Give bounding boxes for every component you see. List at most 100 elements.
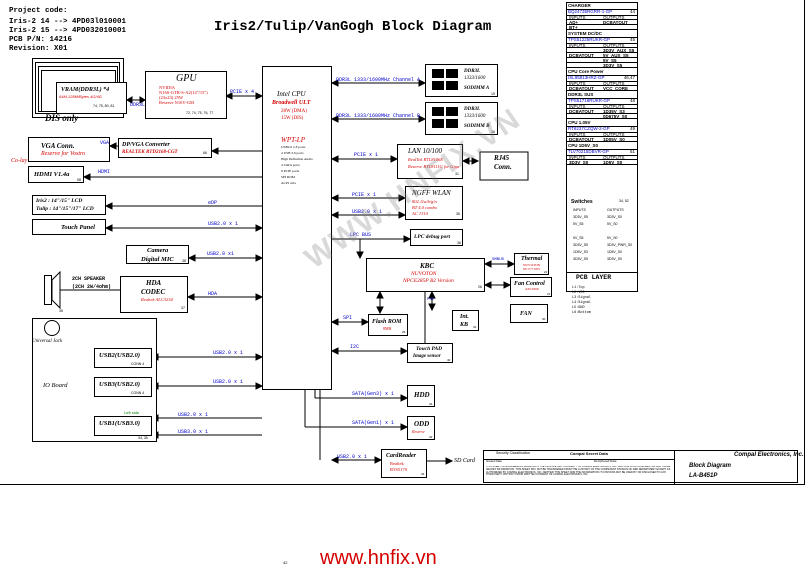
internal-keyboard: Int. KB 32 xyxy=(452,310,479,331)
lan-block: LAN 10/100 RealTek RTL8106E Reserve RTL8… xyxy=(397,144,463,179)
wlan-line-3: AC 1310 xyxy=(412,211,428,216)
audio-jack-icon xyxy=(44,320,60,336)
wlan-pcie-bus: PCIE x 1 xyxy=(352,192,377,198)
cpu-wpt-line-6: SPI ROM xyxy=(281,175,295,179)
switches-cell: 1D5V_S3 xyxy=(573,250,588,254)
lpc-debug-title: LPC debug port xyxy=(414,234,451,240)
gpu-line-4: Reserve N16V-GM xyxy=(159,100,194,105)
doc-number: LA-B451P xyxy=(689,473,718,479)
odd-pin: 32 xyxy=(429,435,433,439)
cpu-sub: Broadwell ULT xyxy=(272,100,311,106)
revision: Revision: X01 xyxy=(9,45,68,53)
switches-cell: 3D3V_S5 xyxy=(573,215,588,219)
camera-bus: USB2.0 x1 xyxy=(207,251,235,257)
power-section-part-number: TPS51716RUKR-GP xyxy=(568,98,611,103)
power-section-row: 3D3V_S5 xyxy=(567,63,637,68)
touchpad-pin: 40 xyxy=(447,358,451,362)
dp-vga-pin: 66 xyxy=(203,151,207,155)
fan-control-sub: APL5606 xyxy=(525,287,539,291)
usb-port-1: USB1(USB3.0) xyxy=(94,416,152,436)
power-section-cell: DCBATOUT xyxy=(569,109,594,114)
wlan-usb-bus: USB2.0 x 1 xyxy=(352,209,383,215)
pcb-layer-item: L5:GND xyxy=(572,306,585,310)
co-lay-note: Co-lay xyxy=(11,158,28,164)
security-label: Security Classification xyxy=(496,451,531,455)
fan-pin: 30 xyxy=(542,317,546,321)
hda-codec: HDA CODEC Realtek ALC3234 37 xyxy=(120,276,188,313)
rj45-title: RJ45 xyxy=(494,154,510,162)
diagram-title: Iris2/Tulip/VanGogh Block Diagram xyxy=(214,19,492,35)
power-section-cell: INPUTS xyxy=(569,155,586,160)
kbc-chip: NUVOTON xyxy=(411,271,437,277)
power-section-pin: 49 xyxy=(629,126,635,131)
power-section-cell: OUTPUTS xyxy=(603,155,625,160)
lpc-debug-pin: 36 xyxy=(457,241,461,245)
secret-label: Compal Secret Data xyxy=(570,451,608,456)
power-section-title: CPU Core Power xyxy=(567,69,637,76)
switches-cell: 3D3V_S5 xyxy=(573,257,588,261)
vga-reserve: Reserve for Vostro xyxy=(41,151,86,157)
kbc-title: KBC xyxy=(420,262,435,270)
lcd-panel: Iris2 : 14"/15" LCD Tulip : 14"/15"/17" … xyxy=(32,195,106,215)
kbc-pin: 26 xyxy=(478,285,482,289)
usb-port-3-bus: USB2.0 x 1 xyxy=(213,379,244,385)
flash-rom-pin: 26 xyxy=(402,330,406,334)
vram-block: VRAM(DDR3L) *4 64M,128M/Bytes 4G/4G 74, … xyxy=(56,82,127,114)
ddr-channel-a-bus: DDR3L 1333/1600MHz Channel A xyxy=(336,77,421,83)
fan-control: Fan Control APL5606 21 xyxy=(510,277,552,297)
wlan-title: NGFF WLAN xyxy=(412,189,451,197)
io-board-label: IO Board xyxy=(43,382,68,389)
doc-title: Block Diagram xyxy=(689,463,732,469)
power-section-title: CPU 1D5V_S0 xyxy=(567,143,637,150)
power-section-cell: INPUTS xyxy=(569,43,586,48)
cardreader-bus: USB2.0 x 1 xyxy=(337,454,368,460)
frame-bottom xyxy=(0,484,805,485)
power-table xyxy=(566,2,638,292)
switches-cell: INPUTS xyxy=(573,208,586,212)
switches-cell: 3D3V_S0 xyxy=(607,257,622,261)
pcb-layer-item: L3:Signal xyxy=(572,296,591,300)
touch-panel: Touch Panel xyxy=(32,219,106,235)
dp-vga-converter: DP/VGA Converter REALTEK RTD2168-CGT 66 xyxy=(118,138,212,158)
power-section-cell: OUTPUTS xyxy=(603,132,625,137)
cpu-wpt-line-2: 4 USB 3.0 ports xyxy=(281,151,304,155)
power-section-pin: 45 xyxy=(629,37,635,42)
speaker-cone-icon xyxy=(51,271,61,309)
switches-cell: OUTPUTS xyxy=(607,208,624,212)
thermal-block: Thermal NUVOTON NCT7718W 21 xyxy=(514,253,549,275)
project-code-label: Project code: xyxy=(9,7,68,15)
power-section-title: CHARGER xyxy=(567,3,637,10)
internal-keyboard-pin: 32 xyxy=(473,325,477,329)
flash-rom-title: Flash ROM xyxy=(372,319,402,325)
ddr-channel-b-bus: DDR3L 1333/1600MHz Channel B xyxy=(336,113,421,119)
cardreader-block: CardReader Realtek RTS5170 34 xyxy=(381,449,427,478)
lan-line-2: Reserve RTL8111G for Giga xyxy=(408,164,460,169)
power-section-cell: OUTPUTS xyxy=(603,104,625,109)
hda-sub: CODEC xyxy=(141,288,166,296)
rj45-sub: Conn. xyxy=(494,163,512,171)
vram-label: VRAM(DDR3L) *4 xyxy=(61,87,110,93)
ps2-bus: PS2 xyxy=(427,298,435,302)
switches-title: Switches xyxy=(571,199,593,205)
rj45-outline xyxy=(479,151,529,181)
frame-right xyxy=(804,0,805,484)
odd-sub: Reserve xyxy=(412,429,425,434)
speaker-sub: (2CH 2W/4ohm) xyxy=(72,284,112,290)
sodimm-b-name: SODIMM B xyxy=(464,124,490,129)
dram-chip-icon xyxy=(432,69,444,78)
wlan-block: NGFF WLAN 802.11a/b/g/n BT 4.0 combo AC … xyxy=(405,186,463,220)
lcd-line-1: Iris2 : 14"/15" LCD xyxy=(36,198,83,204)
sodimm-b: DDR3L 1333/1600 SODIMM B 16 xyxy=(425,102,498,135)
